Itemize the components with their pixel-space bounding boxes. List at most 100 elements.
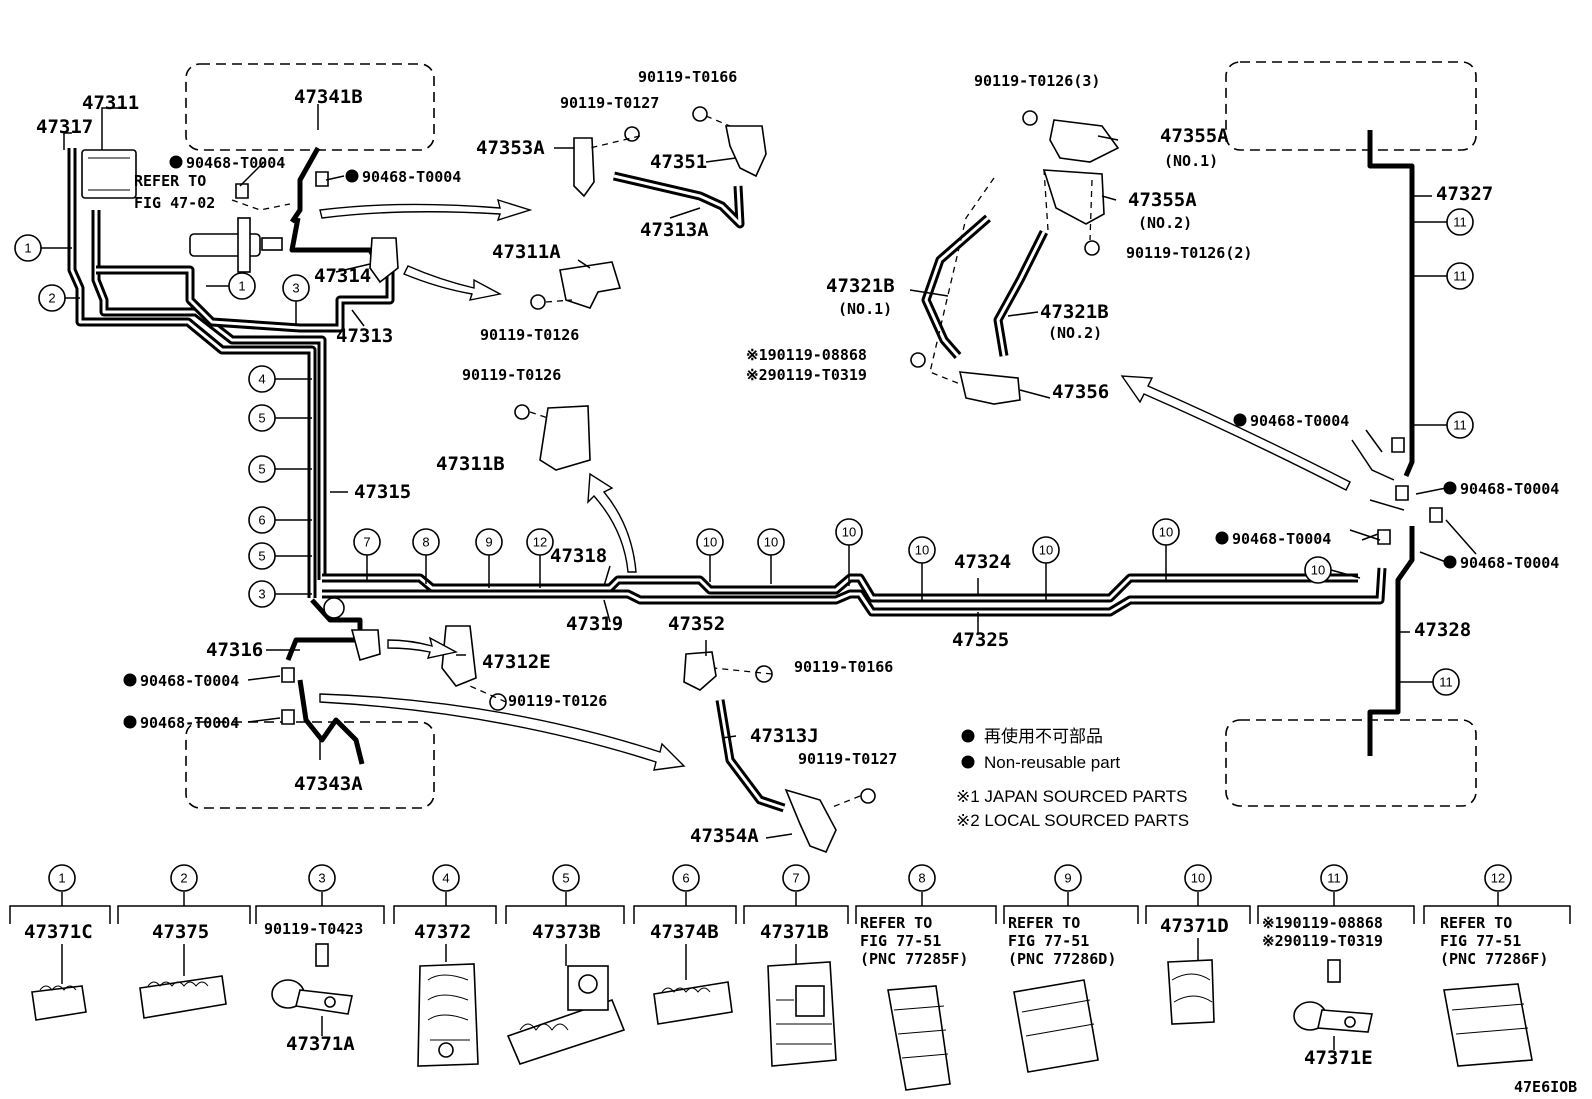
- svg-text:8: 8: [918, 871, 925, 886]
- catalog-ref-12-2: FIG 77-51: [1440, 932, 1521, 950]
- callout-5-b: 5: [248, 455, 276, 483]
- label-no1-a: (NO.1): [1164, 152, 1218, 170]
- label-no2-a: (NO.2): [1138, 214, 1192, 232]
- svg-text:10: 10: [1039, 543, 1053, 558]
- junction-block-47311: [81, 149, 137, 199]
- catalog-ref-8-1: REFER TO: [860, 914, 932, 932]
- catalog-ref-8-3: (PNC 77285F): [860, 950, 968, 968]
- arrow-to-47313J: [319, 693, 686, 771]
- callout-10-a: 10: [696, 528, 724, 556]
- label-no2-b: (NO.2): [1048, 324, 1102, 342]
- svg-text:9: 9: [1064, 871, 1071, 886]
- pipe-47343A: [297, 679, 365, 765]
- clamp-47374B-icon: [653, 981, 733, 1025]
- arrow-to-47313A: [319, 198, 533, 222]
- label-90468-g: 90468-T0004: [1232, 530, 1331, 548]
- catalog-part-47371C: 47371C: [24, 921, 93, 943]
- valve-nozzle: [261, 237, 283, 251]
- label-90468-b: 90468-T0004: [362, 168, 461, 186]
- callout-10-d: 10: [908, 536, 936, 564]
- label-refer-2: FIG 47-02: [134, 194, 215, 212]
- bracket-47355A-no1: [1049, 119, 1120, 163]
- pipe-47341B: [289, 146, 321, 224]
- label-47354A: 47354A: [690, 825, 759, 847]
- clamp-47371D-icon: [1167, 959, 1215, 1025]
- catalog-ref-8-2: FIG 77-51: [860, 932, 941, 950]
- label-47312E: 47312E: [482, 651, 551, 673]
- bracket-47314: [369, 237, 399, 284]
- catalog-bolt-s1: ※190119-08868: [1262, 914, 1383, 932]
- catalog-num-6: 6: [672, 864, 700, 892]
- label-47317: 47317: [36, 116, 93, 138]
- svg-text:6: 6: [682, 871, 689, 886]
- pipe-47313: [96, 260, 395, 333]
- callout-2-left: 2: [38, 284, 66, 312]
- ref-box-bottom-right: [1225, 719, 1477, 807]
- label-47324: 47324: [954, 551, 1011, 573]
- catalog-num-8: 8: [908, 864, 936, 892]
- svg-text:9: 9: [485, 535, 492, 550]
- catalog-part-47373B: 47373B: [532, 921, 601, 943]
- bracket-47312E: [441, 625, 477, 687]
- pipe-47319: [322, 567, 1387, 617]
- label-47341B: 47341B: [294, 86, 363, 108]
- catalog-num-11: 11: [1320, 864, 1348, 892]
- svg-text:2: 2: [48, 291, 55, 306]
- arrow-to-47312E: [387, 636, 459, 659]
- label-47321B-2: 47321B: [1040, 301, 1109, 323]
- label-47311A: 47311A: [492, 241, 561, 263]
- label-90119-T0127-top: 90119-T0127: [560, 94, 659, 112]
- label-47355A-1: 47355A: [1160, 125, 1229, 147]
- label-90119-T0166-mid: 90119-T0166: [794, 658, 893, 676]
- bracket-47355A-no2: [1042, 169, 1105, 225]
- figure-id: 47E6IOB: [1514, 1078, 1577, 1096]
- catalog-num-2: 2: [170, 864, 198, 892]
- callout-6: 6: [248, 506, 276, 534]
- svg-text:10: 10: [1191, 871, 1205, 886]
- catalog-part-47371D: 47371D: [1160, 915, 1229, 937]
- clamp-47372-icon: [417, 963, 479, 1067]
- pipe-47317-left: [67, 148, 317, 598]
- label-47313A: 47313A: [640, 219, 709, 241]
- catalog-num-1: 1: [48, 864, 76, 892]
- svg-text:11: 11: [1453, 215, 1467, 230]
- valve-fitting: [237, 217, 251, 273]
- catalog-part-47372: 47372: [414, 921, 471, 943]
- label-47318: 47318: [550, 545, 607, 567]
- clamp-47375-icon: [139, 975, 227, 1019]
- catalog-bolt-s2: ※290119-T0319: [1262, 932, 1383, 950]
- callout-10-g: 10: [1304, 556, 1332, 584]
- catalog-ref-12-3: (PNC 77286F): [1440, 950, 1548, 968]
- catalog-num-7: 7: [782, 864, 810, 892]
- callout-10-e: 10: [1032, 536, 1060, 564]
- clip-icon-group: [235, 171, 1443, 725]
- hose-47321B-no2: [993, 229, 1049, 357]
- hose-47313A: [612, 171, 745, 229]
- clamp-47373B-icon: [506, 965, 626, 1065]
- bracket-47311A: [559, 261, 622, 309]
- label-47353A: 47353A: [476, 137, 545, 159]
- non-reusable-dot-group: [123, 155, 1457, 769]
- svg-text:2: 2: [180, 871, 187, 886]
- catalog-ref-9-3: (PNC 77286D): [1008, 950, 1116, 968]
- svg-text:3: 3: [292, 281, 299, 296]
- svg-text:8: 8: [422, 535, 429, 550]
- clamp-47371E-icon: [1293, 959, 1373, 1033]
- pipe-47314: [289, 217, 383, 270]
- ref-box-top-right: [1225, 61, 1477, 151]
- svg-text:5: 5: [258, 462, 265, 477]
- label-90119-T0126-b: 90119-T0126: [462, 366, 561, 384]
- catalog-num-10: 10: [1184, 864, 1212, 892]
- legend-jp: 再使用不可部品: [984, 726, 1103, 746]
- bracket-47316: [350, 629, 381, 662]
- catalog-part-47375: 47375: [152, 921, 209, 943]
- clamp-47371A-icon: [271, 943, 353, 1015]
- catalog-bolt-90119-T0423: 90119-T0423: [264, 920, 363, 938]
- label-47351: 47351: [650, 151, 707, 173]
- catalog-part-47374B: 47374B: [650, 921, 719, 943]
- svg-text:5: 5: [258, 549, 265, 564]
- label-90119-T0166-top: 90119-T0166: [638, 68, 737, 86]
- catalog-num-4: 4: [432, 864, 460, 892]
- label-47314: 47314: [314, 265, 371, 287]
- callout-8: 8: [412, 528, 440, 556]
